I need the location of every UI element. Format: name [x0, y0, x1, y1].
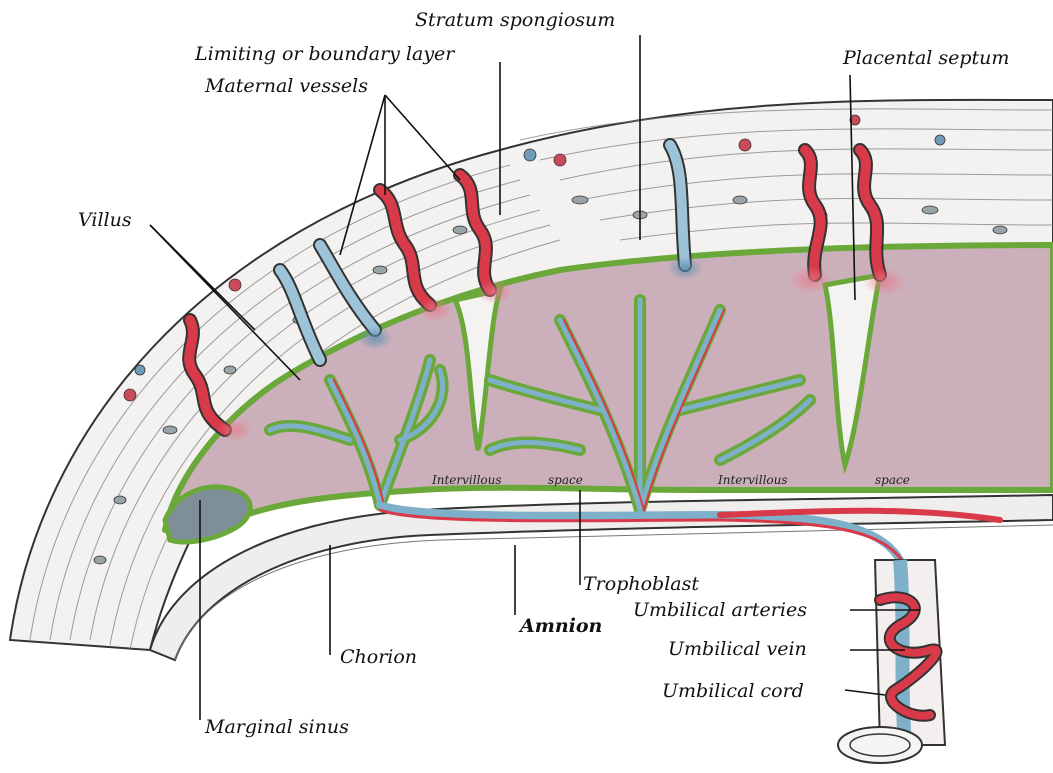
label-limiting-layer: Limiting or boundary layer — [194, 43, 456, 65]
label-intervillous-space-2: Intervillous — [717, 473, 788, 487]
label-maternal-vessels: Maternal vessels — [204, 75, 368, 97]
label-placental-septum: Placental septum — [842, 47, 1009, 69]
label-intervillous-space-2b: space — [875, 473, 910, 487]
label-umbilical-arteries: Umbilical arteries — [633, 599, 807, 621]
label-chorion: Chorion — [340, 646, 417, 668]
label-umbilical-vein: Umbilical vein — [668, 638, 807, 660]
label-villus: Villus — [78, 209, 132, 231]
umbilical-cord — [838, 560, 945, 763]
label-intervillous-space-1: Intervillous — [431, 473, 502, 487]
label-trophoblast: Trophoblast — [583, 573, 699, 595]
label-marginal-sinus: Marginal sinus — [204, 716, 349, 738]
label-stratum-spongiosum: Stratum spongiosum — [415, 9, 615, 31]
label-umbilical-cord: Umbilical cord — [662, 680, 804, 702]
label-amnion: Amnion — [518, 615, 602, 637]
chorionic-vessels — [380, 505, 1000, 565]
label-intervillous-space-1b: space — [548, 473, 583, 487]
